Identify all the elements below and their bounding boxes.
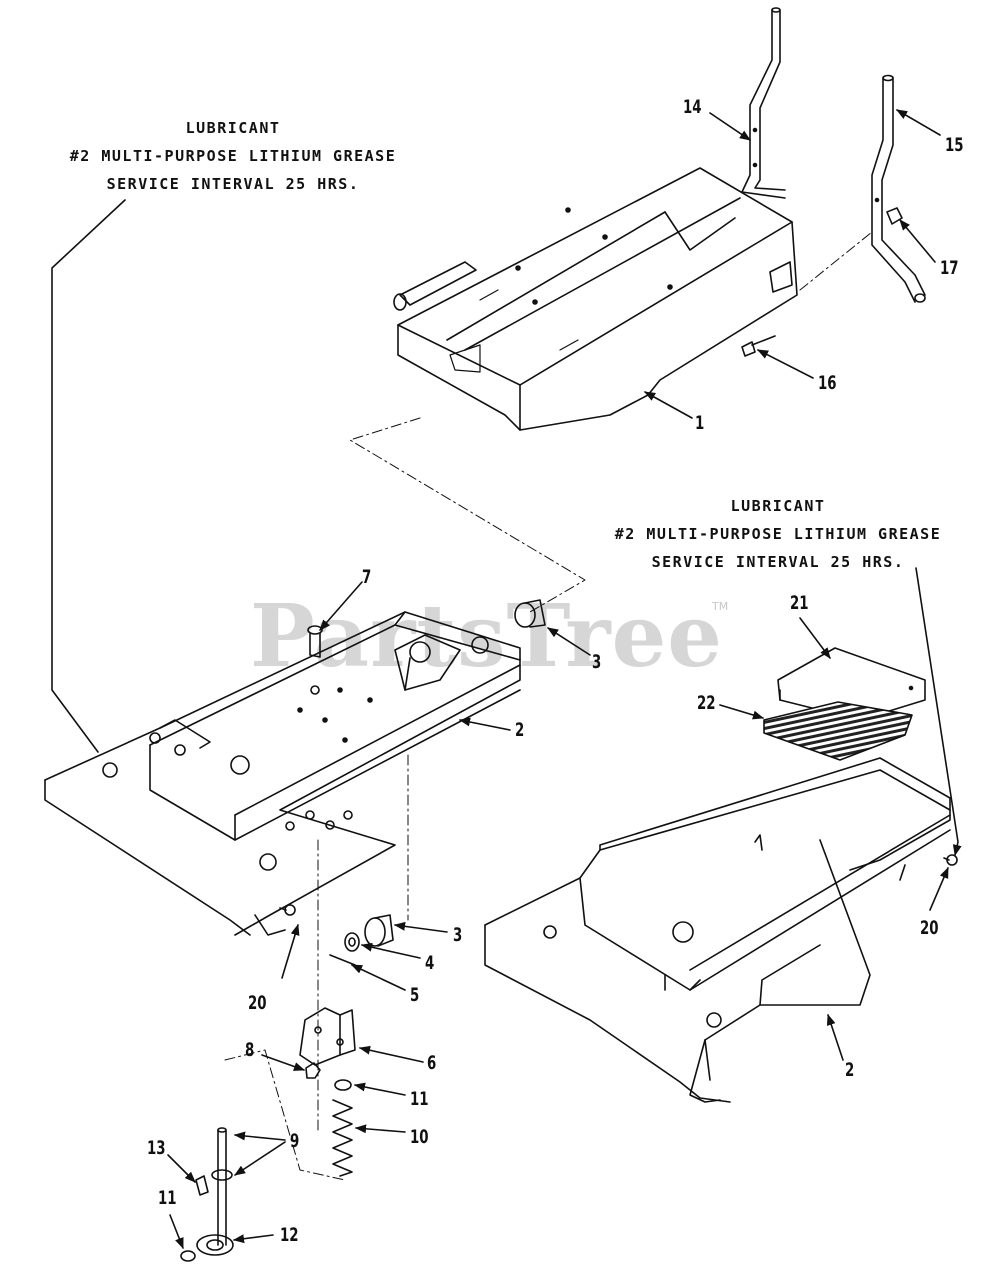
callout-20-right: 20 [920, 917, 939, 939]
callout-9: 9 [290, 1130, 300, 1152]
part-11-washer-upper [334, 1079, 352, 1091]
part-1-seat-pan [393, 167, 798, 431]
arrow-5 [350, 964, 406, 991]
alignment-line-pan-to-hinge [349, 417, 586, 613]
arrow-10 [354, 1124, 406, 1134]
callout-17: 17 [940, 257, 959, 279]
part-6-bracket [299, 1007, 356, 1066]
arrow-20-left [281, 923, 300, 979]
callout-10: 10 [410, 1126, 429, 1148]
callout-7: 7 [362, 566, 372, 588]
part-2-seat-support-left [44, 611, 521, 936]
lubricant-note-left: LUBRICANT #2 MULTI-PURPOSE LITHIUM GREAS… [48, 114, 418, 198]
callout-14: 14 [683, 96, 702, 118]
callout-2-left: 2 [515, 719, 525, 741]
arrow-14 [709, 112, 751, 141]
arrow-16 [757, 349, 814, 379]
callout-8: 8 [245, 1039, 255, 1061]
partstree-watermark: PartsTree [250, 586, 724, 687]
arrow-4 [360, 942, 421, 959]
lubricant-note-right-line2: #2 MULTI-PURPOSE LITHIUM GREASE [614, 525, 942, 543]
arrow-15 [896, 109, 941, 136]
trademark-mark: TM [712, 600, 729, 613]
part-13-nut [195, 1175, 209, 1196]
part-2-seat-support-right [484, 757, 951, 1103]
arrow-2-right [826, 1013, 844, 1061]
callout-21: 21 [790, 592, 809, 614]
arrow-3-upper [547, 627, 591, 656]
part-21-seat-pad [777, 647, 926, 721]
arrow-2-left [458, 717, 511, 731]
callout-12: 12 [280, 1224, 299, 1246]
arrow-8 [261, 1054, 306, 1071]
part-16-bolt [741, 335, 776, 357]
callout-20-left: 20 [248, 992, 267, 1014]
lubricant-note-left-line1: LUBRICANT [185, 119, 281, 137]
callout-16: 16 [818, 372, 837, 394]
callout-11-lower: 11 [158, 1187, 177, 1209]
lubricant-leader-left [51, 199, 126, 753]
arrow-22 [719, 704, 765, 720]
callout-3-upper: 3 [592, 651, 602, 673]
callout-13: 13 [147, 1137, 166, 1159]
arrow-20-right [929, 866, 949, 911]
arrow-11-lower [169, 1214, 184, 1250]
callout-5: 5 [410, 984, 420, 1006]
part-8-nut [305, 1062, 321, 1079]
part-11-washer-lower [180, 1250, 196, 1262]
alignment-line-spring [224, 1049, 346, 1181]
lubricant-note-right-line1: LUBRICANT [730, 497, 826, 515]
part-3-bushing-lower [364, 914, 394, 947]
lubricant-note-left-line3: SERVICE INTERVAL 25 HRS. [106, 175, 360, 193]
callout-15: 15 [945, 134, 964, 156]
arrow-13 [167, 1154, 196, 1183]
part-14-seat-rod [741, 7, 786, 199]
arrow-9-b [234, 1141, 286, 1176]
lubricant-note-right: LUBRICANT #2 MULTI-PURPOSE LITHIUM GREAS… [588, 492, 968, 576]
arrow-21 [799, 617, 831, 659]
callout-6: 6 [427, 1052, 437, 1074]
part-9-rod [211, 1127, 233, 1246]
alignment-line-rod-to-pan [799, 231, 873, 291]
part-20-grease-fitting-right [943, 854, 958, 866]
callout-3-lower: 3 [453, 924, 463, 946]
arrow-11-upper [353, 1082, 406, 1096]
arrow-9-a [233, 1131, 286, 1141]
callout-4: 4 [425, 952, 435, 974]
callout-11-upper: 11 [410, 1088, 429, 1110]
part-15-seat-rod [871, 74, 926, 303]
part-12-pivot [196, 1234, 234, 1256]
part-3-bushing-upper [514, 599, 546, 628]
callout-arrows [167, 109, 949, 1250]
lubricant-note-right-line3: SERVICE INTERVAL 25 HRS. [651, 553, 905, 571]
part-5-cotter-pin [329, 954, 356, 966]
part-22-rubber-mat [763, 701, 913, 761]
part-4-washer [344, 932, 360, 952]
lubricant-note-left-line2: #2 MULTI-PURPOSE LITHIUM GREASE [69, 147, 397, 165]
arrow-12 [232, 1234, 274, 1244]
arrow-1 [644, 391, 693, 419]
part-20-grease-fitting-left [279, 904, 296, 916]
arrow-17 [899, 219, 936, 263]
arrow-6 [358, 1045, 424, 1063]
callout-1: 1 [695, 412, 705, 434]
callout-2-right: 2 [845, 1059, 855, 1081]
arrow-3-lower [393, 921, 448, 933]
lubricant-leader-right [915, 567, 962, 857]
part-10-spring [332, 1099, 353, 1177]
callout-22: 22 [697, 692, 716, 714]
arrow-7 [319, 581, 363, 631]
